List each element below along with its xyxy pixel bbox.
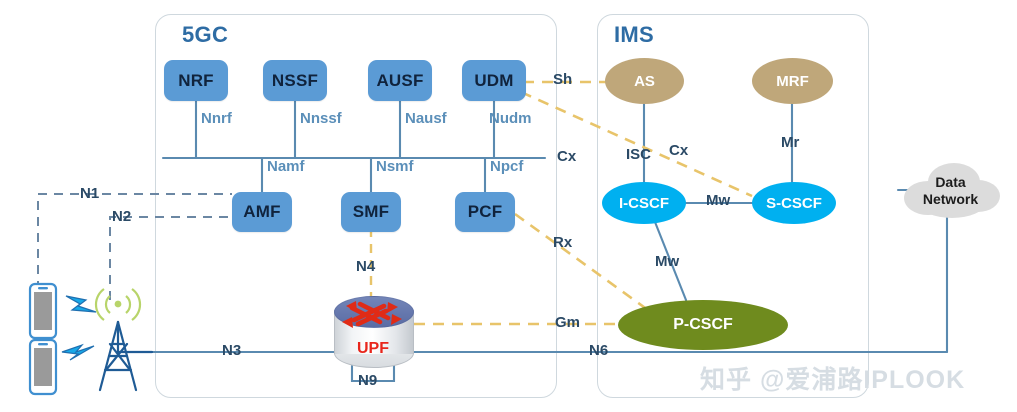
label-nnrf: Nnrf xyxy=(201,110,232,127)
group-5gc xyxy=(155,14,557,398)
node-smf-label: SMF xyxy=(352,202,390,221)
label-mw-1: Mw xyxy=(706,192,731,209)
node-upf-label: UPF xyxy=(357,340,389,357)
node-nssf-label: NSSF xyxy=(271,70,319,90)
node-nrf[interactable]: NRF xyxy=(164,60,228,101)
label-n1: N1 xyxy=(80,185,100,202)
router-arrows-icon xyxy=(342,301,402,328)
label-nudm: Nudm xyxy=(489,110,532,127)
smartphone-icon xyxy=(28,338,58,396)
node-pcf[interactable]: PCF xyxy=(455,192,515,232)
node-udm[interactable]: UDM xyxy=(462,60,526,101)
label-nausf: Nausf xyxy=(405,110,447,127)
data-network-line1: Data xyxy=(935,174,966,190)
label-sh: Sh xyxy=(553,71,573,88)
node-as-label: AS xyxy=(634,72,655,90)
node-scscf[interactable]: S-CSCF xyxy=(752,182,836,224)
label-n6: N6 xyxy=(589,342,609,359)
node-udm-label: UDM xyxy=(474,70,514,90)
node-pcf-label: PCF xyxy=(467,202,503,221)
watermark: 知乎 @爱浦路IPLOOK xyxy=(700,366,966,394)
node-amf-label: AMF xyxy=(243,202,281,221)
group-ims xyxy=(597,14,869,398)
data-network-label: Data Network xyxy=(898,160,1003,222)
cloud-icon xyxy=(904,163,1000,218)
label-cx-right: Cx xyxy=(669,142,689,159)
node-upf[interactable]: UPF xyxy=(334,296,414,370)
node-amf[interactable]: AMF xyxy=(232,192,292,232)
label-npcf: Npcf xyxy=(490,158,524,175)
node-pcscf[interactable]: P-CSCF xyxy=(618,300,788,350)
label-nsmf: Nsmf xyxy=(376,158,414,175)
node-icscf-label: I-CSCF xyxy=(619,194,669,212)
label-isc: ISC xyxy=(626,146,652,163)
node-ausf-label: AUSF xyxy=(376,70,424,90)
label-n4: N4 xyxy=(356,258,376,275)
label-mw-2: Mw xyxy=(655,253,680,270)
node-nrf-label: NRF xyxy=(178,70,214,90)
smartphone-icon xyxy=(28,282,58,340)
label-cx-left: Cx xyxy=(557,148,577,165)
node-data-network[interactable]: Data Network xyxy=(898,160,1003,222)
node-as[interactable]: AS xyxy=(605,58,684,104)
group-ims-title: IMS xyxy=(614,22,655,47)
node-nssf[interactable]: NSSF xyxy=(263,60,327,101)
label-nnssf: Nnssf xyxy=(300,110,342,127)
data-network-line2: Network xyxy=(922,191,979,207)
label-gm: Gm xyxy=(555,314,581,331)
node-scscf-label: S-CSCF xyxy=(766,194,822,212)
node-smf[interactable]: SMF xyxy=(341,192,401,232)
group-5gc-title: 5GC xyxy=(182,22,229,47)
label-n2: N2 xyxy=(112,208,132,225)
node-mrf-label: MRF xyxy=(776,72,809,90)
label-mr: Mr xyxy=(781,134,800,151)
label-rx: Rx xyxy=(553,234,573,251)
label-n9: N9 xyxy=(358,372,378,389)
node-ausf[interactable]: AUSF xyxy=(368,60,432,101)
label-n3: N3 xyxy=(222,342,242,359)
label-namf: Namf xyxy=(267,158,305,175)
node-icscf[interactable]: I-CSCF xyxy=(602,182,686,224)
node-pcscf-label: P-CSCF xyxy=(673,316,733,333)
cell-tower-icon xyxy=(98,320,154,392)
wireless-link-icon xyxy=(61,295,97,361)
node-mrf[interactable]: MRF xyxy=(752,58,833,104)
signal-waves-icon xyxy=(94,288,142,321)
